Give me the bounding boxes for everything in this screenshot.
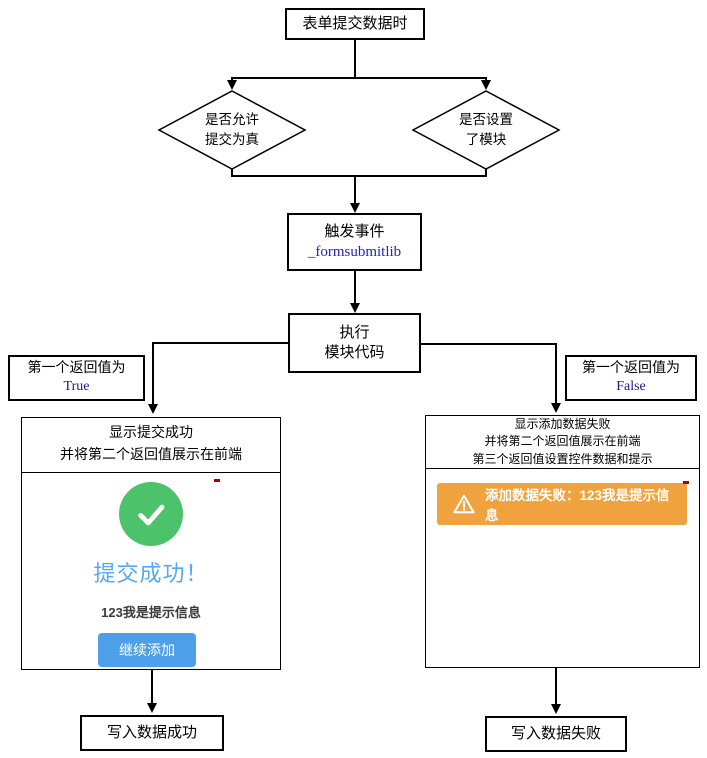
success-message: 123我是提示信息 (101, 605, 201, 620)
arrow-to-fail-panel (551, 403, 561, 413)
node-form-submit: 表单提交数据时 (285, 8, 425, 40)
panel-add-fail: 显示添加数据失败 并将第二个返回值展示在前端 第三个返回值设置控件数据和提示 添… (425, 415, 700, 668)
connector-merge-vertical (354, 175, 356, 205)
arrow-to-left-diamond (227, 80, 237, 90)
diamond-shape (411, 90, 561, 170)
node-form-submit-label: 表单提交数据时 (302, 15, 408, 32)
node-trigger-event: 触发事件 _formsubmitlib (287, 213, 422, 271)
node-decision-module-set: 是否设置 了模块 (411, 90, 561, 170)
connector-false-vertical (555, 343, 557, 405)
connector-true-horizontal (152, 342, 290, 344)
check-icon (119, 482, 183, 546)
connector-true-vertical (152, 342, 154, 406)
continue-add-button[interactable]: 继续添加 (98, 633, 196, 667)
connector-merge-horizontal (231, 175, 487, 177)
node-execute-module: 执行 模块代码 (288, 313, 421, 373)
alert-text: 添加数据失败：123我是提示信息 (485, 488, 670, 523)
connector-split-horizontal (231, 77, 487, 79)
arrow-to-write-fail (551, 704, 561, 714)
warning-triangle-icon (453, 493, 475, 515)
node-write-success: 写入数据成功 (80, 715, 224, 751)
connector-false-horizontal (419, 343, 557, 345)
arrow-to-write-success (147, 703, 157, 713)
node-write-fail: 写入数据失败 (485, 716, 627, 752)
red-artifact-mark (214, 479, 220, 482)
decision-allow-submit-label: 是否允许 提交为真 (205, 112, 259, 147)
alert-banner: 添加数据失败：123我是提示信息 (437, 483, 687, 525)
trigger-event-code: _formsubmitlib (307, 244, 402, 260)
success-title: 提交成功！ (93, 561, 209, 586)
connector-fail-to-bottom (555, 668, 557, 705)
red-artifact-mark (683, 481, 689, 484)
connector-left-diamond-down (231, 169, 233, 177)
arrow-to-right-diamond (481, 80, 491, 90)
label-return-false: 第一个返回值为 False (565, 355, 697, 401)
arrow-to-execute-box (350, 303, 360, 313)
node-decision-allow-submit: 是否允许 提交为真 (157, 90, 307, 170)
panel-submit-success-header: 显示提交成功 并将第二个返回值展示在前端 (22, 418, 280, 473)
panel-submit-success: 显示提交成功 并将第二个返回值展示在前端 提交成功！ 123我是提示信息 继续添… (21, 417, 281, 670)
arrow-to-success-panel (148, 404, 158, 414)
diamond-shape (157, 90, 307, 170)
arrow-to-trigger-box (350, 203, 360, 213)
trigger-event-label: 触发事件 (324, 223, 385, 240)
connector-success-to-bottom (151, 670, 153, 705)
connector-right-diamond-down (485, 169, 487, 177)
label-return-true: 第一个返回值为 True (8, 355, 145, 401)
connector-top-vertical (354, 40, 356, 78)
decision-module-set-label: 是否设置 了模块 (459, 112, 513, 147)
panel-add-fail-header: 显示添加数据失败 并将第二个返回值展示在前端 第三个返回值设置控件数据和提示 (426, 416, 699, 469)
connector-trigger-to-execute (354, 271, 356, 305)
